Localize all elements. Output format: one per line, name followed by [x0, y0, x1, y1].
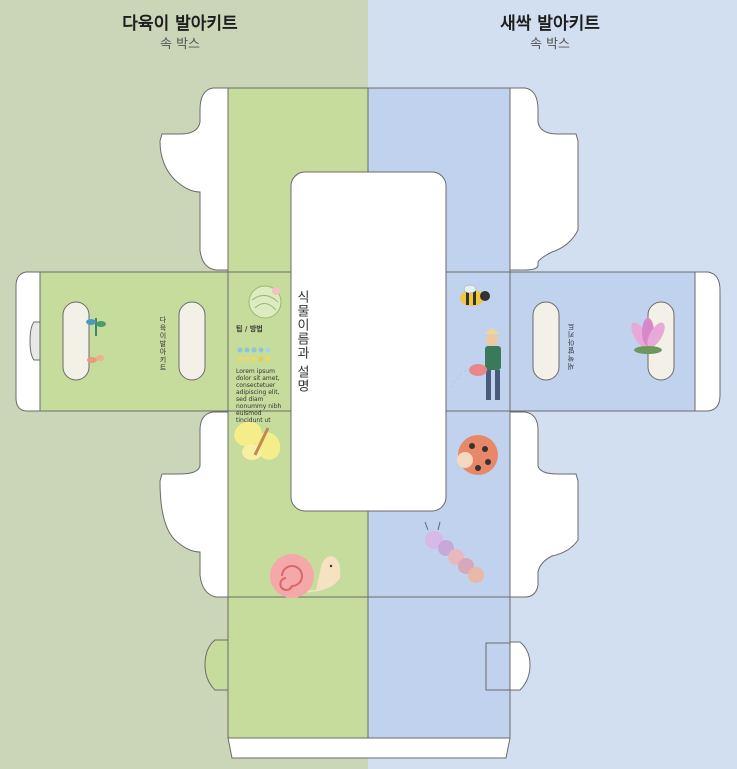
left-end-tab: [15, 271, 41, 412]
bottom-left-flap: [159, 411, 229, 598]
snail-icon: [270, 554, 341, 598]
seedling-icon: [86, 318, 106, 336]
tips-body: Lorem ipsum dolor sit amet, consectetuer…: [236, 368, 282, 424]
cabbage-icon: [248, 285, 282, 319]
right-subtitle: 속 박스: [529, 37, 570, 52]
tip-dots: [237, 347, 271, 362]
left-subtitle: 속 박스: [159, 37, 200, 52]
side-right-text: 새싹발아키트: [567, 322, 575, 370]
left-title: 다육이 발아키트: [122, 14, 238, 34]
bottom-tuck-flap: [227, 737, 511, 759]
bottom-right-flap: [509, 411, 579, 598]
top-left-flap: [159, 87, 229, 271]
left-handle-hole-2: [178, 301, 206, 381]
gardener-icon: [449, 328, 501, 400]
bee-icon: [460, 284, 490, 306]
caterpillar-icon: [424, 521, 484, 583]
blue-tuck-curve: [509, 641, 531, 691]
left-tab-notch: [29, 321, 41, 361]
ladybug-icon: [457, 435, 498, 475]
green-tuck-tab: [204, 639, 229, 691]
right-handle-hole-1: [532, 301, 560, 381]
display-window: [290, 171, 447, 512]
right-end-tab: [694, 271, 721, 412]
top-right-flap: [509, 87, 579, 271]
side-left-text: 다육이발아키트: [159, 316, 167, 372]
window-label: 식물이름과 설명: [294, 290, 309, 394]
right-title: 새싹 발아키트: [500, 14, 600, 34]
left-handle-hole-1: [62, 301, 90, 381]
flower-icon: [631, 318, 665, 354]
sprout-icon: [87, 355, 104, 363]
blue-tuck-tab: [485, 642, 511, 691]
butterfly-icon: [234, 421, 281, 460]
tips-heading: 팁 / 방법: [236, 325, 263, 333]
